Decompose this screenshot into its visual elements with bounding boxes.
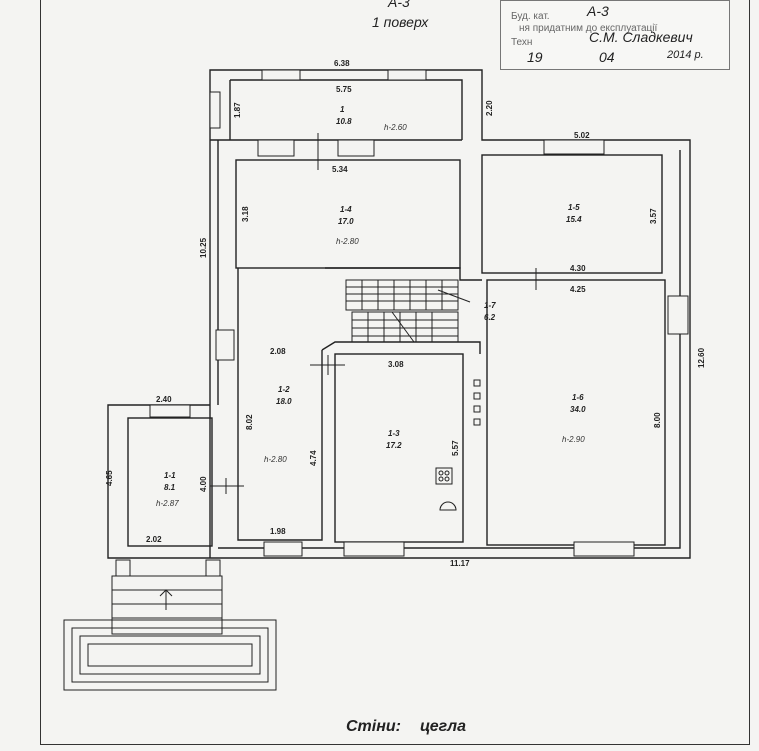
room-id-1-4: 1-4	[340, 205, 352, 214]
room-area-1-7: 6.2	[484, 313, 496, 322]
stamp-signature: С.М. Сладкевич	[589, 29, 693, 45]
floor-title: 1 поверх	[372, 14, 429, 30]
dim-left-ext-bottom: 2.02	[146, 535, 162, 544]
dim-top-height: 1.87	[233, 102, 242, 118]
dim-right-top-w: 5.02	[574, 131, 590, 140]
dim-mid-430: 4.30	[570, 264, 586, 273]
stamp-code: А-3	[587, 3, 609, 19]
room-id-1-7: 1-7	[484, 301, 496, 310]
footer-label: Стіни:	[346, 718, 401, 735]
room-height-1-6: h-2.90	[562, 435, 585, 444]
dim-room2-bottom: 1.98	[270, 527, 286, 536]
room-height-1: h-2.60	[384, 123, 407, 132]
dim-top-right-v: 2.20	[485, 100, 494, 116]
approval-stamp: Буд. кат. ня придатним до експлуатації Т…	[500, 0, 730, 70]
stamp-day: 19	[527, 49, 543, 65]
room-id-1-6: 1-6	[572, 393, 584, 402]
dim-room3-w: 3.08	[388, 360, 404, 369]
dim-mid-425: 4.25	[570, 285, 586, 294]
dim-room2-h2: 4.74	[309, 450, 318, 466]
dim-room4-h: 3.18	[241, 206, 250, 222]
dim-top-inner: 5.75	[336, 85, 352, 94]
dim-room3-h: 5.57	[451, 440, 460, 456]
dim-left-total: 10.25	[199, 237, 208, 258]
footer-value: цегла	[420, 718, 467, 735]
room-area-1-1: 8.1	[164, 483, 176, 492]
room-height-1-4: h-2.80	[336, 237, 359, 246]
room-height-1-1: h-2.87	[156, 499, 179, 508]
room-area-1-2: 18.0	[276, 397, 292, 406]
room-area-1-3: 17.2	[386, 441, 402, 450]
room-id-1-1: 1-1	[164, 471, 176, 480]
dim-top-outer: 6.38	[334, 59, 350, 68]
dim-room2-h: 8.02	[245, 414, 254, 430]
room-id-1: 1	[340, 105, 345, 114]
dim-right-total: 12.60	[697, 347, 706, 368]
room-area-1: 10.8	[336, 117, 352, 126]
drawing-frame	[40, 0, 750, 745]
stamp-year: 2014 р.	[667, 49, 704, 61]
room-height-1-2: h-2.80	[264, 455, 287, 464]
sheet-code: А-3	[388, 0, 410, 10]
room-area-1-6: 34.0	[570, 405, 586, 414]
stamp-line3: Техн	[511, 37, 533, 48]
stamp-line2: ня придатним до експлуатації	[519, 23, 658, 34]
dim-left-ext-w: 2.40	[156, 395, 172, 404]
dim-left-door: 4.00	[199, 476, 208, 492]
dim-left-ext-h: 4.65	[105, 470, 114, 486]
room-id-1-2: 1-2	[278, 385, 290, 394]
room-id-1-5: 1-5	[568, 203, 580, 212]
dim-room2-w: 2.08	[270, 347, 286, 356]
dim-right-top-h: 3.57	[649, 208, 658, 224]
room-id-1-3: 1-3	[388, 429, 400, 438]
dim-bottom-total: 11.17	[450, 559, 470, 568]
dim-room6-h: 8.00	[653, 412, 662, 428]
stamp-month: 04	[599, 49, 615, 65]
stamp-line1: Буд. кат.	[511, 11, 550, 22]
room-area-1-5: 15.4	[566, 215, 582, 224]
dim-corridor-w: 5.34	[332, 165, 348, 174]
room-area-1-4: 17.0	[338, 217, 354, 226]
